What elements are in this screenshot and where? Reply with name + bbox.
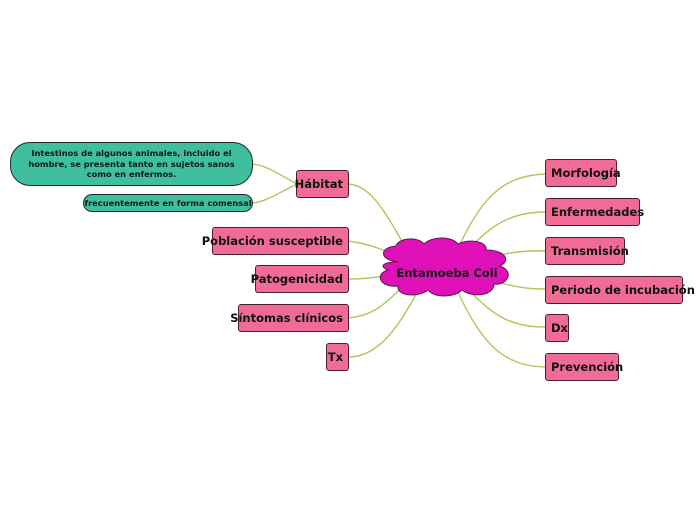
topic-patogenicidad[interactable]: Patogenicidad [251,265,349,293]
connector-tx [347,286,421,358]
topic-sintomas-clinicos[interactable]: Síntomas clínicos [230,304,349,332]
connector-sintomas [347,283,406,319]
central-topic-label[interactable]: Entamoeba Coli [396,266,498,280]
subtopic-habitat-intestinos[interactable]: Intestinos de algunos animales, incluido… [10,142,253,186]
connector-prevencion [454,285,546,368]
topic-habitat[interactable]: Hábitat [295,170,349,198]
topic-prevencion[interactable]: Prevención [545,353,623,381]
topic-morfologia[interactable]: Morfología [545,159,621,187]
subtopic-habitat-comensal[interactable]: frecuentemente en forma comensal [83,194,253,212]
topic-tx[interactable]: Tx [326,343,349,371]
topic-dx[interactable]: Dx [545,314,569,342]
topic-transmision[interactable]: Transmisión [545,237,629,265]
connector-morfologia [454,173,546,256]
connector-habitat-sub-2 [251,183,298,204]
topic-enfermedades[interactable]: Enfermedades [545,198,644,226]
topic-poblacion-susceptible[interactable]: Población susceptible [202,227,349,255]
topic-periodo-de-incubacion[interactable]: Periodo de incubación [545,276,695,304]
central-cloud-shape[interactable] [379,237,509,297]
connector-habitat-sub-1 [251,163,298,185]
